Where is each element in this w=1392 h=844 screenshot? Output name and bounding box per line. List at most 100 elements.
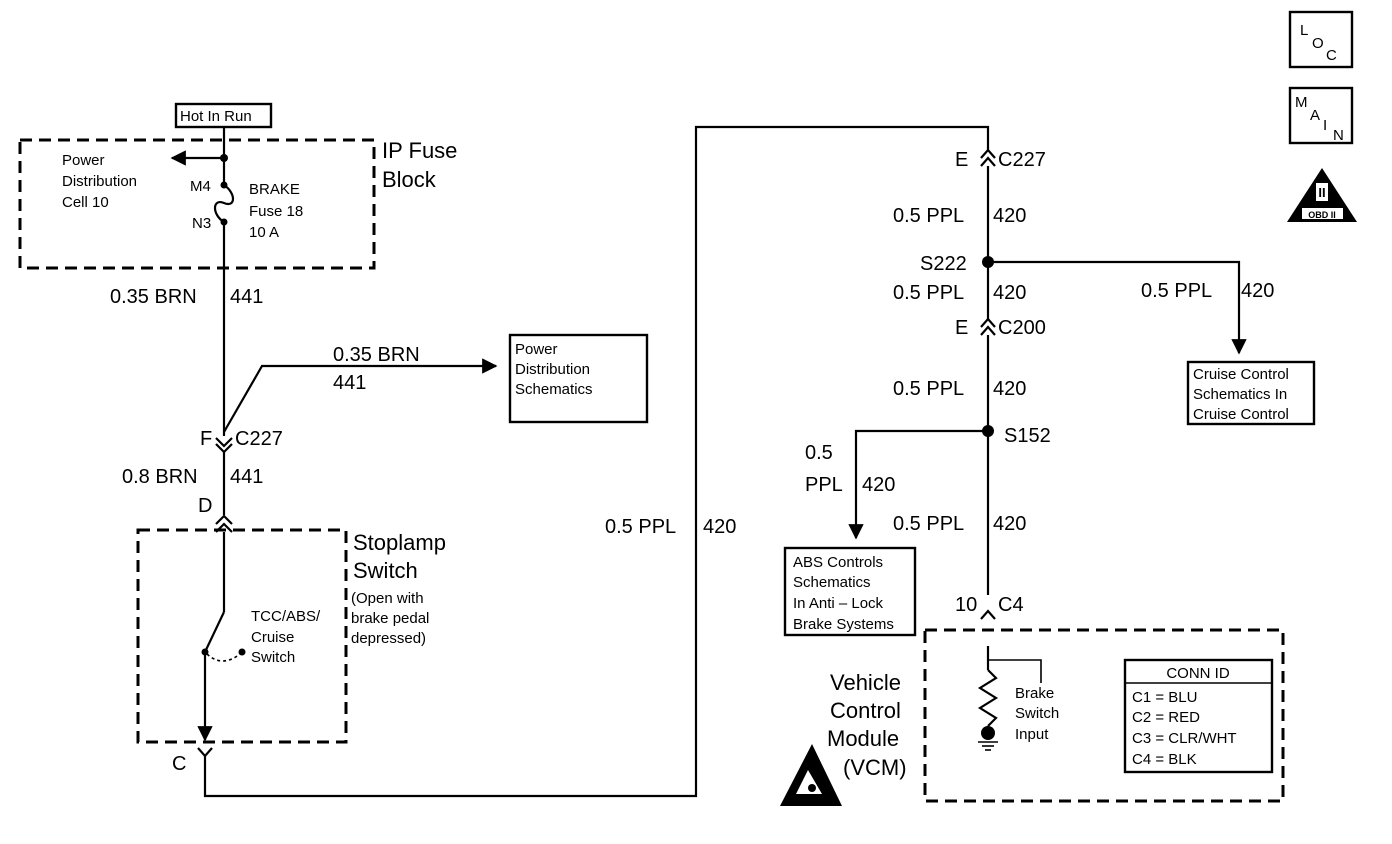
svg-text:A: A (1310, 107, 1320, 124)
svg-text:M4: M4 (190, 178, 211, 195)
svg-text:Schematics In: Schematics In (1193, 386, 1287, 403)
connector-c227-f (215, 437, 233, 454)
svg-text:0.5 PPL: 0.5 PPL (893, 205, 964, 227)
svg-text:Cell 10: Cell 10 (62, 194, 109, 211)
ip-fuse-block-outline (18, 138, 376, 270)
connector-c200-e (980, 317, 996, 336)
svg-text:In Anti – Lock: In Anti – Lock (793, 595, 884, 612)
svg-text:C227: C227 (998, 149, 1046, 171)
svg-text:(VCM): (VCM) (843, 755, 907, 780)
connector-c227-e (980, 148, 996, 167)
brake-fuse-label: BRAKE (249, 181, 300, 198)
svg-text:OBD II: OBD II (1308, 210, 1336, 220)
svg-text:10 A: 10 A (249, 224, 279, 241)
svg-text:II: II (1318, 185, 1325, 200)
svg-text:brake pedal: brake pedal (351, 610, 429, 627)
svg-text:D: D (198, 495, 212, 517)
vcm-title: Vehicle (830, 670, 901, 695)
stoplamp-switch-outline (136, 528, 348, 744)
svg-text:Hot In Run: Hot In Run (180, 108, 252, 125)
main-badge[interactable]: M A I N (1288, 86, 1354, 145)
stoplamp-switch-title: Stoplamp (353, 530, 446, 555)
svg-text:S222: S222 (920, 253, 967, 275)
svg-text:M: M (1295, 94, 1308, 111)
svg-text:Power: Power (515, 341, 558, 358)
svg-text:L: L (1300, 22, 1308, 39)
svg-text:Distribution: Distribution (515, 361, 590, 378)
svg-text:420: 420 (862, 474, 895, 496)
svg-text:C2 = RED: C2 = RED (1132, 709, 1200, 726)
svg-text:420: 420 (993, 282, 1026, 304)
svg-text:0.5: 0.5 (805, 442, 833, 464)
svg-text:441: 441 (333, 372, 366, 394)
svg-text:C1 = BLU: C1 = BLU (1132, 689, 1197, 706)
svg-text:0.5 PPL: 0.5 PPL (893, 378, 964, 400)
obd-ii-icon[interactable]: II OBD II (1287, 168, 1357, 222)
svg-text:N: N (1333, 127, 1344, 144)
svg-text:Brake Systems: Brake Systems (793, 616, 894, 633)
svg-text:I: I (1323, 117, 1327, 134)
pullup-resistor (977, 669, 999, 727)
svg-text:C3 = CLR/WHT: C3 = CLR/WHT (1132, 730, 1237, 747)
cruise-control-schematics-box[interactable]: Cruise Control Schematics In Cruise Cont… (1186, 360, 1316, 426)
wire-label-long-0-5-ppl: 0.5 PPL (605, 516, 676, 538)
svg-text:441: 441 (230, 466, 263, 488)
abs-controls-schematics-box[interactable]: ABS Controls Schematics In Anti – Lock B… (783, 546, 917, 637)
svg-text:depressed): depressed) (351, 630, 426, 647)
svg-text:Schematics: Schematics (793, 574, 871, 591)
svg-text:Schematics: Schematics (515, 381, 593, 398)
svg-text:Switch: Switch (251, 649, 295, 666)
connector-c (197, 747, 213, 758)
svg-text:420: 420 (993, 513, 1026, 535)
svg-text:Control: Control (830, 698, 901, 723)
svg-text:Switch: Switch (353, 558, 418, 583)
svg-text:10: 10 (955, 594, 977, 616)
svg-text:C227: C227 (235, 428, 283, 450)
svg-text:441: 441 (230, 286, 263, 308)
svg-text:PPL: PPL (805, 474, 843, 496)
svg-text:C4: C4 (998, 594, 1024, 616)
brake-switch-input-label: Brake (1015, 685, 1054, 702)
svg-text:E: E (955, 149, 968, 171)
svg-text:420: 420 (1241, 280, 1274, 302)
ip-fuse-block-title: IP Fuse (382, 138, 457, 163)
svg-text:C200: C200 (998, 317, 1046, 339)
wire-label-0-8-brn: 0.8 BRN (122, 466, 198, 488)
loc-badge[interactable]: L O C (1288, 10, 1354, 69)
wire-label-0-35-brn: 0.35 BRN (110, 286, 197, 308)
svg-text:Module: Module (827, 726, 899, 751)
svg-text:0.35 BRN: 0.35 BRN (333, 344, 420, 366)
svg-text:E: E (955, 317, 968, 339)
svg-text:Distribution: Distribution (62, 173, 137, 190)
svg-text:Input: Input (1015, 726, 1049, 743)
esd-warning-icon[interactable] (780, 744, 842, 806)
power-distribution-schematics-box[interactable]: Power Distribution Schematics (508, 333, 649, 424)
svg-text:Cruise Control: Cruise Control (1193, 366, 1289, 383)
power-distribution-cell-label: Power (62, 152, 105, 169)
vcm-outline (923, 628, 1285, 803)
svg-text:ABS Controls: ABS Controls (793, 554, 883, 571)
svg-text:Block: Block (382, 167, 437, 192)
svg-text:420: 420 (993, 205, 1026, 227)
svg-text:Cruise: Cruise (251, 629, 294, 646)
svg-text:Fuse 18: Fuse 18 (249, 203, 303, 220)
conn-id-table: CONN ID C1 = BLU C2 = RED C3 = CLR/WHT C… (1123, 658, 1274, 774)
svg-text:Switch: Switch (1015, 705, 1059, 722)
svg-text:C: C (1326, 47, 1337, 64)
connector-c4-pin-10 (980, 609, 996, 620)
svg-text:Cruise Control: Cruise Control (1193, 406, 1289, 423)
svg-text:(Open with: (Open with (351, 590, 424, 607)
svg-text:C: C (172, 753, 186, 775)
svg-text:0.5 PPL: 0.5 PPL (1141, 280, 1212, 302)
svg-text:O: O (1312, 35, 1324, 52)
tcc-abs-cruise-switch-label: TCC/ABS/ (251, 608, 321, 625)
svg-text:420: 420 (993, 378, 1026, 400)
svg-text:S152: S152 (1004, 425, 1051, 447)
svg-text:0.5 PPL: 0.5 PPL (893, 513, 964, 535)
brake-fuse-symbol (213, 184, 235, 223)
connector-d (215, 514, 233, 533)
svg-text:F: F (200, 428, 212, 450)
hot-in-run-label: Hot In Run (174, 102, 273, 129)
svg-text:CONN ID: CONN ID (1166, 665, 1230, 682)
